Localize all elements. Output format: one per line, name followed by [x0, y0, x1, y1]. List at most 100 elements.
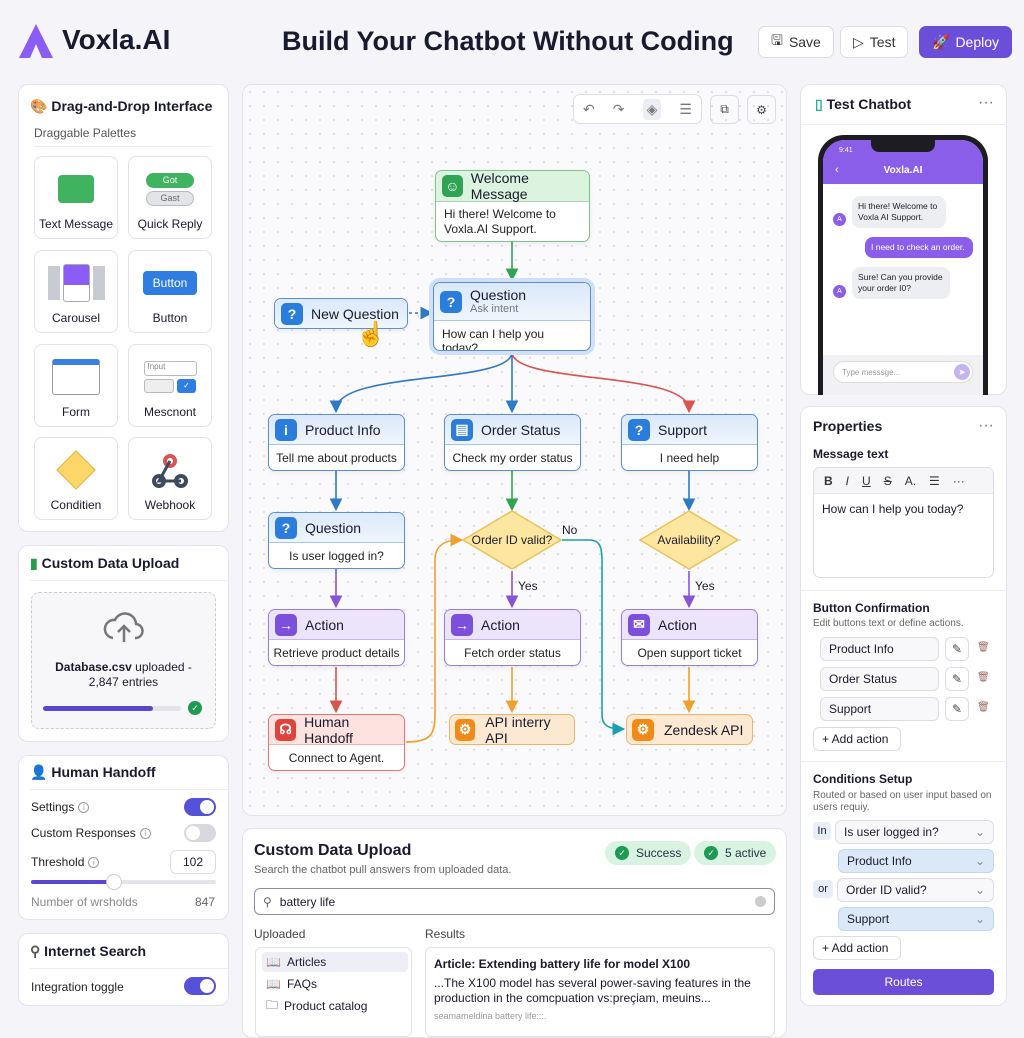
button-text-input[interactable]: Support	[820, 697, 939, 721]
node-condition-availability[interactable]: Availability?	[639, 510, 739, 570]
node-condition-order-id[interactable]: Order ID valid?	[462, 510, 562, 570]
test-button[interactable]: ▷Test	[840, 26, 909, 58]
node-zendesk-api[interactable]: ⚙Zendesk API	[626, 714, 753, 745]
headset-icon: ☊	[275, 718, 297, 741]
trash-icon[interactable]: 🗑	[977, 642, 990, 653]
button-confirmation-sub: Edit buttons text or define actions.	[813, 618, 964, 629]
source-item-catalog[interactable]: 🗀Product catalog	[262, 996, 408, 1016]
settings-toggle[interactable]	[184, 798, 216, 816]
page-title: Build Your Chatbot Without Coding	[282, 26, 734, 56]
bullet-list-icon[interactable]: ☰	[929, 473, 940, 488]
bold-icon[interactable]: B	[824, 473, 833, 488]
italic-icon[interactable]: I	[845, 473, 850, 488]
internet-title: ⚲ Internet Search	[30, 943, 228, 969]
check-circle-icon: ✓	[188, 701, 202, 715]
source-item-articles[interactable]: 📖Articles	[262, 952, 408, 972]
search-icon: ⚲	[30, 943, 41, 959]
message-text-value[interactable]: How can I help you today?	[822, 502, 964, 516]
edit-pencil-icon[interactable]: ✎	[945, 637, 969, 661]
strikethrough-icon[interactable]: S	[883, 473, 892, 488]
clear-icon[interactable]	[755, 896, 766, 907]
layers-icon[interactable]: ◈	[642, 98, 662, 120]
back-icon[interactable]: ‹	[835, 164, 839, 176]
button-icon: Button	[143, 271, 197, 295]
check-circle-icon: ✓	[615, 846, 629, 860]
question-icon: ?	[281, 302, 303, 325]
palette-carousel[interactable]: Carousel	[34, 250, 118, 333]
chat-input[interactable]: Type messsge...	[833, 361, 973, 383]
condition-operator: or	[813, 880, 833, 898]
send-icon[interactable]: ➤	[954, 364, 970, 380]
trash-icon[interactable]: 🗑	[977, 672, 990, 683]
underline-icon[interactable]: U	[862, 473, 871, 488]
node-new-question-dragging[interactable]: ?New Question	[274, 298, 408, 329]
checkbox-icon: ✓	[177, 379, 196, 393]
palette-condition[interactable]: Conditien	[34, 437, 118, 520]
properties-title: Properties	[813, 418, 883, 434]
undo-icon[interactable]: ↶	[583, 100, 595, 117]
redo-icon[interactable]: ↷	[612, 100, 625, 117]
node-api[interactable]: ⚙API interry API	[449, 714, 575, 746]
palette-form[interactable]: Form	[34, 344, 118, 427]
button-text-input[interactable]: Order Status	[820, 667, 939, 691]
edge-label-yes: Yes	[518, 579, 538, 593]
info-icon: i	[88, 857, 100, 868]
result-card[interactable]: Article: Extending battery life for mode…	[425, 947, 775, 1037]
threshold-slider[interactable]	[31, 874, 216, 890]
node-welcome-message[interactable]: ☺Welcome Message Hi there! Welcome to Vo…	[435, 170, 590, 242]
palette-input[interactable]: Input✓Mescnont	[128, 344, 212, 427]
palette-text-message[interactable]: Text Message	[34, 156, 118, 239]
phone-icon: ▯	[815, 96, 823, 112]
hand-cursor-icon: ☝	[356, 321, 386, 348]
more-icon[interactable]: ···	[978, 94, 994, 111]
conditions-title: Conditions Setup	[813, 772, 913, 786]
source-item-faqs[interactable]: 📖FAQs	[266, 977, 317, 991]
add-action-button[interactable]: + Add action	[813, 727, 901, 751]
copy-icon[interactable]: ⧉	[710, 95, 739, 124]
result-meta: seamameldina battery life:::.	[434, 1011, 547, 1021]
chat-app-title: Voxla.AI	[883, 165, 923, 176]
routes-button[interactable]: Routes	[813, 969, 994, 995]
button-text-input[interactable]: Product Info	[820, 637, 939, 661]
condition-select[interactable]: Is user logged in?⌄	[835, 820, 994, 844]
carousel-icon	[62, 264, 90, 302]
cloud-upload-icon	[103, 612, 144, 642]
data-search-input[interactable]: ⚲battery life	[254, 888, 775, 915]
threshold-input[interactable]: 102	[170, 850, 216, 874]
palette-webhook[interactable]: Webhook	[128, 437, 212, 520]
list-icon[interactable]: ☰	[679, 100, 692, 117]
edge-label-yes: Yes	[695, 579, 715, 593]
condition-operator: In	[813, 822, 831, 840]
chat-message-bot: Hi there! Welcome to Voxla AI Support.	[852, 196, 946, 229]
edit-pencil-icon[interactable]: ✎	[945, 697, 969, 721]
custom-responses-toggle[interactable]	[184, 824, 216, 842]
integration-toggle[interactable]	[184, 977, 216, 995]
settings-gear-icon[interactable]: ⚙	[747, 95, 776, 124]
text-color-icon[interactable]: A.	[904, 473, 917, 488]
route-select[interactable]: Support⌄	[838, 907, 994, 931]
add-action-button[interactable]: + Add action	[813, 936, 901, 960]
more-icon[interactable]: ···	[978, 417, 994, 434]
book-icon: 📖	[266, 955, 281, 969]
save-button[interactable]: 🖫Save	[758, 26, 834, 58]
route-select[interactable]: Product Info⌄	[838, 849, 994, 873]
upload-progress-bar	[43, 706, 181, 711]
deploy-button[interactable]: 🚀Deploy	[919, 26, 1013, 58]
trash-icon[interactable]: 🗑	[977, 702, 990, 713]
more-icon[interactable]: ···	[952, 473, 965, 488]
condition-select[interactable]: Order ID valid?⌄	[837, 878, 994, 902]
edit-pencil-icon[interactable]: ✎	[945, 667, 969, 691]
